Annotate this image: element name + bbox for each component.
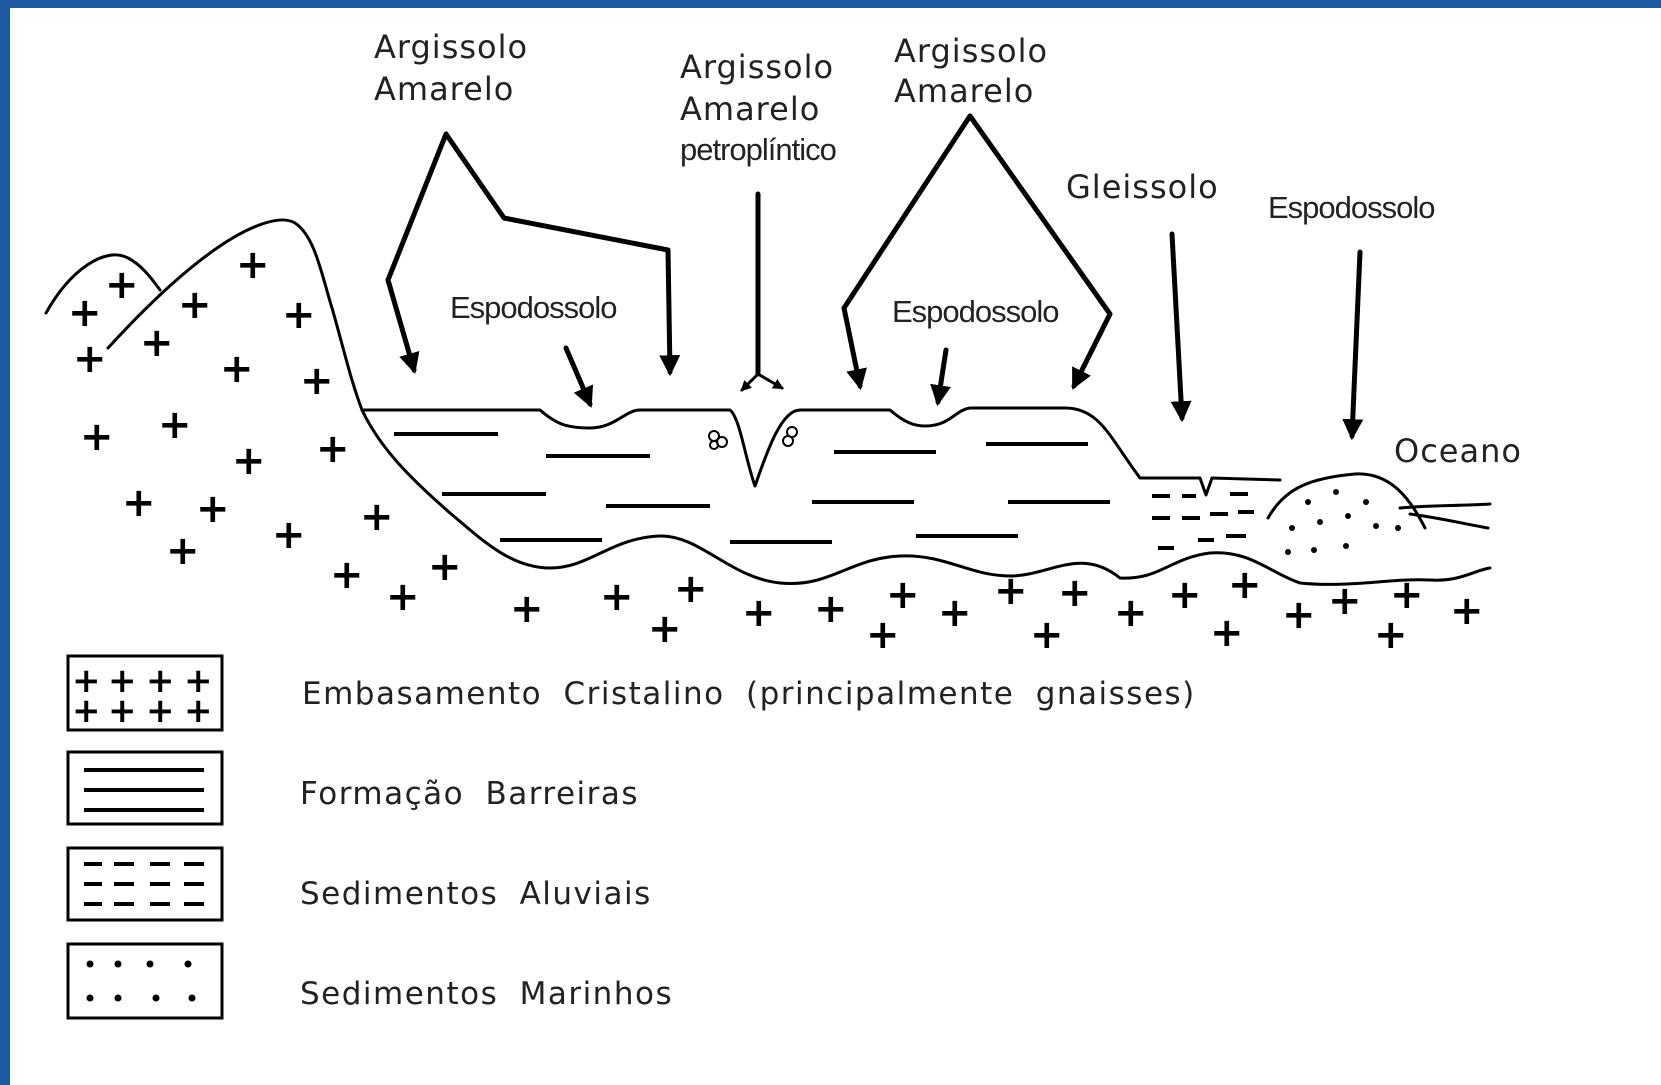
svg-text:+: + [742,590,776,636]
marinhos-dots [1285,489,1401,555]
arrow-argissolo-left-a [388,134,446,370]
svg-text:+: + [73,336,107,382]
label-argissolo-right: Argissolo [894,32,1048,70]
svg-text:+: + [146,691,175,731]
svg-text:+: + [196,486,230,532]
svg-text:+: + [80,414,114,460]
arrow-espodossolo-mid [938,350,946,402]
svg-text:+: + [140,320,174,366]
svg-text:+: + [428,544,462,590]
legend-swatch-aluviais [68,848,222,920]
legend: + + + + + + + + Embasamento Cristalino (… [68,656,1196,1018]
svg-text:+: + [866,612,900,658]
arrow-espodossolo-coast [1352,252,1360,436]
arrow-petroplintico-left-tip [742,374,758,390]
svg-text:+: + [814,586,848,632]
arrow-gleissolo [1172,234,1182,418]
label-gleissolo: Gleissolo [1066,168,1219,206]
legend-label-barreiras: Formação Barreiras [300,776,639,812]
label-amarelo-petro: Amarelo [680,90,820,128]
svg-text:+: + [1282,592,1316,638]
dune-outline [1268,474,1425,528]
svg-text:+: + [166,528,200,574]
svg-text:+: + [1114,590,1148,636]
svg-text:+: + [938,590,972,636]
sea-line-upper [1400,504,1490,508]
svg-text:+: + [1374,612,1408,658]
svg-text:+: + [386,574,420,620]
legend-swatch-marinhos [68,944,222,1018]
label-espodossolo-mid: Espodossolo [892,294,1059,329]
svg-text:+: + [184,691,213,731]
svg-text:+: + [600,574,634,620]
label-amarelo-right: Amarelo [894,72,1034,110]
label-petroplintico: petroplíntico [680,132,836,167]
svg-text:+: + [1450,588,1484,634]
arrow-argissolo-right-a [844,116,970,386]
svg-text:+: + [1030,612,1064,658]
svg-text:+: + [510,586,544,632]
svg-text:+: + [178,282,212,328]
svg-text:+: + [220,346,254,392]
svg-text:+: + [272,512,306,558]
svg-text:+: + [330,552,364,598]
label-argissolo-left: Argissolo [374,28,528,66]
embasamento-plus-signs: + + + + + + + + + + + + + + + + + + + + … [68,242,1484,658]
small-hill-outline [46,255,160,313]
svg-text:+: + [108,691,137,731]
svg-text:+: + [648,606,682,652]
arrow-espodossolo-left [566,348,590,404]
label-espodossolo-left: Espodossolo [450,290,617,325]
svg-text:+: + [1328,578,1362,624]
legend-label-marinhos: Sedimentos Marinhos [300,976,673,1012]
svg-text:+: + [300,358,334,404]
svg-text:+: + [1168,572,1202,618]
label-espodossolo-coast: Espodossolo [1268,190,1435,225]
legend-swatch-barreiras [68,752,222,824]
label-amarelo-left: Amarelo [374,70,514,108]
legend-label-aluviais: Sedimentos Aluviais [300,876,652,912]
basement-contact [362,410,1490,584]
arrow-petroplintico-right-tip [758,374,782,388]
svg-text:+: + [232,438,266,484]
svg-text:+: + [122,480,156,526]
svg-text:+: + [994,568,1028,614]
legend-swatch-embasamento: + + + + + + + + [68,656,222,731]
svg-text:+: + [1228,562,1262,608]
svg-text:+: + [236,242,270,288]
svg-text:+: + [316,426,350,472]
main-hill-outline [108,220,1280,495]
svg-text:+: + [360,494,394,540]
legend-label-embasamento: Embasamento Cristalino (principalmente g… [302,676,1196,712]
arrow-argissolo-left-b [446,134,670,372]
arrow-argissolo-right-b [970,116,1110,386]
svg-text:+: + [68,290,102,336]
soil-labels: Argissolo Amarelo Argissolo Amarelo petr… [374,28,1522,470]
svg-text:+: + [105,262,139,308]
svg-text:+: + [1058,570,1092,616]
pointer-arrows [388,116,1360,436]
svg-text:+: + [72,691,101,731]
aluviais-hatching [1152,494,1254,548]
soil-toposequence-diagram: + + + + + + + + + + + + + + + + + + + + … [10,8,1661,1085]
pisolite-marks [709,427,797,449]
barreiras-hatching [394,434,1110,542]
label-oceano: Oceano [1394,432,1522,470]
svg-text:+: + [158,402,192,448]
svg-text:+: + [1210,610,1244,656]
diagram-frame: + + + + + + + + + + + + + + + + + + + + … [10,8,1661,1085]
svg-text:+: + [282,292,316,338]
label-argissolo-petro: Argissolo [680,48,834,86]
